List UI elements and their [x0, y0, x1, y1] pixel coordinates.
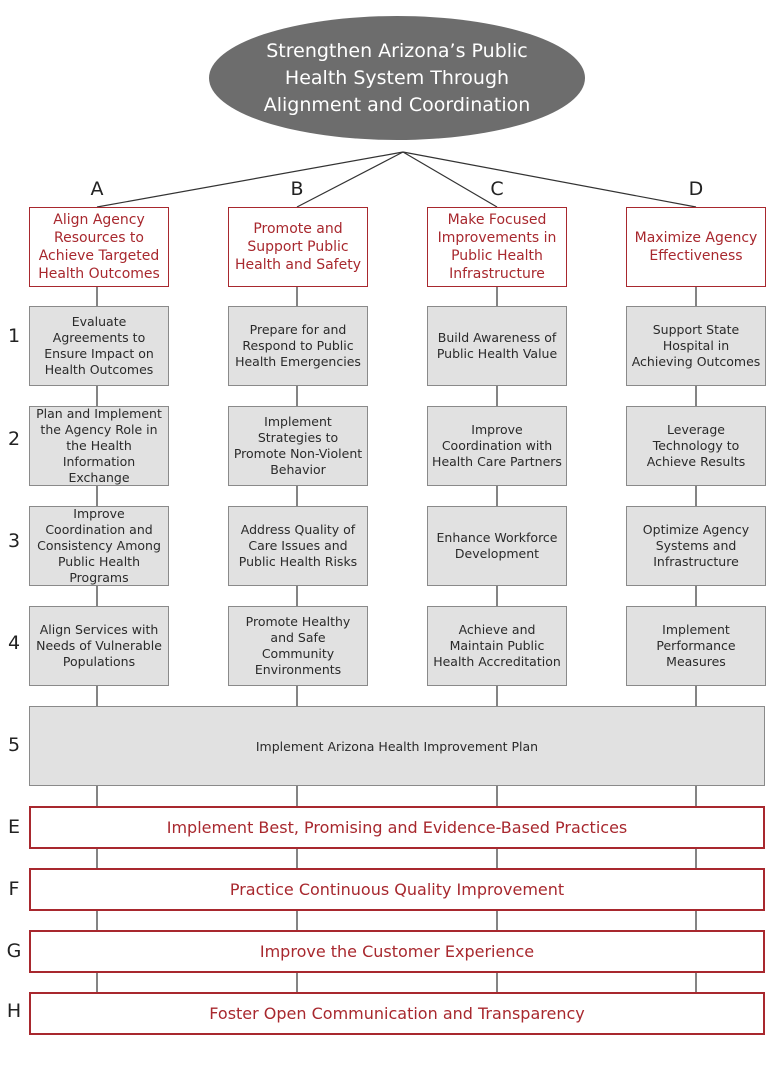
strategy-c4: Achieve and Maintain Public Health Accre… — [427, 606, 567, 686]
bar-g: Improve the Customer Experience — [29, 930, 765, 973]
row-number-2: 2 — [7, 428, 21, 450]
strategy-d2: Leverage Technology to Achieve Results — [626, 406, 766, 486]
strategy-d1: Support State Hospital in Achieving Outc… — [626, 306, 766, 386]
strategy-a2: Plan and Implement the Agency Role in th… — [29, 406, 169, 486]
strategy-a4: Align Services with Needs of Vulnerable … — [29, 606, 169, 686]
strategy-d3: Optimize Agency Systems and Infrastructu… — [626, 506, 766, 586]
row-number-5: 5 — [7, 734, 21, 756]
strategy-b2: Implement Strategies to Promote Non-Viol… — [228, 406, 368, 486]
objective-d: Maximize Agency Effectiveness — [626, 207, 766, 287]
row-number-1: 1 — [7, 325, 21, 347]
strategy-b4: Promote Healthy and Safe Community Envir… — [228, 606, 368, 686]
column-letter-d: D — [688, 178, 704, 200]
goal-ellipse: Strengthen Arizona’s Public Health Syste… — [209, 16, 585, 140]
column-letter-b: B — [290, 178, 304, 200]
strategy-c2: Improve Coordination with Health Care Pa… — [427, 406, 567, 486]
bar-e: Implement Best, Promising and Evidence-B… — [29, 806, 765, 849]
bar-h: Foster Open Communication and Transparen… — [29, 992, 765, 1035]
strategy-c1: Build Awareness of Public Health Value — [427, 306, 567, 386]
strategy-a3: Improve Coordination and Consistency Amo… — [29, 506, 169, 586]
bar-letter-g: G — [6, 940, 22, 962]
objective-a: Align Agency Resources to Achieve Target… — [29, 207, 169, 287]
objective-c: Make Focused Improvements in Public Heal… — [427, 207, 567, 287]
strategy-d4: Implement Performance Measures — [626, 606, 766, 686]
bar-f: Practice Continuous Quality Improvement — [29, 868, 765, 911]
column-letter-a: A — [90, 178, 104, 200]
strategy-b3: Address Quality of Care Issues and Publi… — [228, 506, 368, 586]
goal-title: Strengthen Arizona’s Public Health Syste… — [263, 39, 531, 116]
objective-b: Promote and Support Public Health and Sa… — [228, 207, 368, 287]
strategy-c3: Enhance Workforce Development — [427, 506, 567, 586]
bar-letter-e: E — [7, 816, 20, 838]
strategy-a1: Evaluate Agreements to Ensure Impact on … — [29, 306, 169, 386]
strategy-row5: Implement Arizona Health Improvement Pla… — [29, 706, 765, 786]
bar-letter-f: F — [8, 878, 20, 900]
row-number-4: 4 — [7, 632, 21, 654]
row-number-3: 3 — [7, 530, 21, 552]
strategy-b1: Prepare for and Respond to Public Health… — [228, 306, 368, 386]
bar-letter-h: H — [6, 1000, 22, 1022]
column-letter-c: C — [490, 178, 504, 200]
